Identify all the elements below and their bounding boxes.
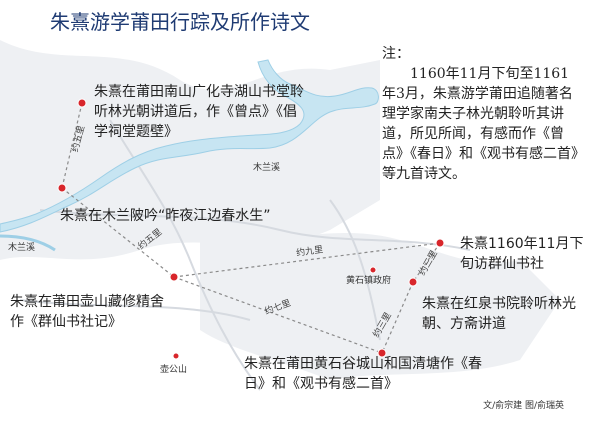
label-mulanpi: 朱熹在木兰陂吟“昨夜江边春水生” — [60, 208, 271, 224]
hushan-dot — [172, 352, 180, 360]
huangshigu-location-dot[interactable] — [377, 348, 387, 358]
label-hongquan: 朱熹在红泉书院聆听林光朝、方斋讲道 — [422, 296, 576, 332]
roads — [19, 119, 471, 391]
huashan-location-dot[interactable] — [169, 272, 179, 282]
mulanpi-location-dot[interactable] — [57, 183, 67, 193]
note-panel: 注： 1160年11月下旬至1161年3月，朱熹游学莆田追随著名理学家南夫子林光… — [382, 44, 582, 184]
note-body: 1160年11月下旬至1161年3月，朱熹游学莆田追随著名理学家南夫子林光朝聆听… — [382, 66, 578, 182]
route-lines — [61, 102, 441, 354]
hongquan-location-dot[interactable] — [408, 277, 418, 287]
credit-line: 文/俞宗建 图/俞瑞英 — [483, 401, 564, 411]
label-qunxian: 朱熹1160年11月下旬访群仙书社 — [460, 236, 584, 272]
label-nanshan: 朱熹在莆田南山广化寺湖山书堂聆听林光朝讲道后，作《曾点》《倡学祠堂题壁》 — [94, 84, 304, 140]
mulan-river — [0, 59, 379, 233]
huangshi-government-dot — [369, 266, 377, 274]
label-huashan: 朱熹在莆田壶山藏修精舍作《群仙书社记》 — [10, 294, 164, 330]
page-title: 朱熹游学莆田行踪及所作诗文 — [50, 10, 310, 34]
nanshan-location-dot[interactable] — [77, 98, 87, 108]
label-huangshigu: 朱熹在莆田黄石谷城山和国清塘作《春日》和《观书有感二首》 — [244, 356, 482, 392]
label-hushan: 壶公山 — [160, 365, 188, 375]
note-heading: 注： — [382, 46, 410, 62]
label-huangshi-government: 黄石镇政府 — [346, 276, 392, 286]
qunxian-location-dot[interactable] — [435, 238, 445, 248]
label-mulanxi-left: 木兰溪 — [8, 243, 36, 253]
label-mulanxi-right: 木兰溪 — [253, 163, 281, 173]
